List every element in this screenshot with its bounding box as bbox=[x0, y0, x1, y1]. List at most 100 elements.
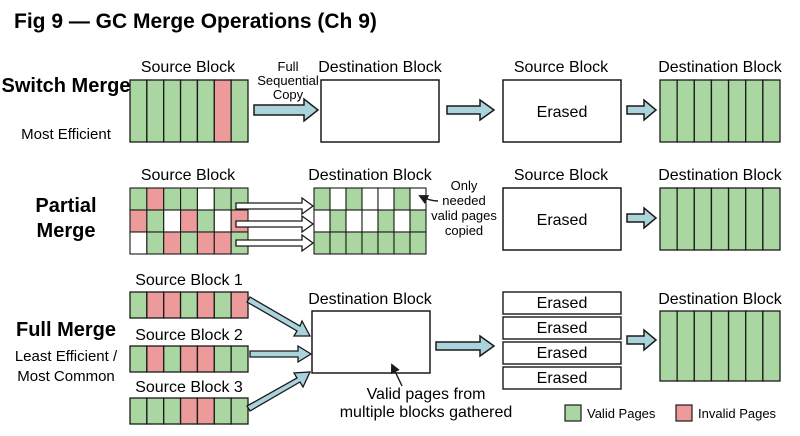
partial-dest-page bbox=[329, 209, 347, 233]
switch-copy-arrow bbox=[253, 97, 320, 123]
switch-source-page bbox=[163, 79, 182, 143]
partial-dest-page bbox=[361, 231, 379, 255]
full-erased-text: Erased bbox=[537, 345, 588, 362]
partial-source-page bbox=[146, 231, 165, 255]
full-note-pointer bbox=[390, 363, 403, 387]
legend-invalid-label: Invalid Pages bbox=[698, 406, 777, 421]
partial-dest-page bbox=[313, 209, 331, 233]
full-source-1-page bbox=[213, 291, 232, 319]
partial-dest-page bbox=[409, 209, 427, 233]
partial-erased-text: Erased bbox=[537, 212, 588, 229]
partial-source-page bbox=[196, 187, 215, 211]
switch-erased-source-label: Source Block bbox=[514, 59, 609, 76]
switch-source-page bbox=[179, 79, 199, 143]
switch-merge-subtitle: Most Efficient bbox=[21, 126, 112, 143]
full-source-block-2 bbox=[129, 345, 249, 373]
partial-final-label: Destination Block bbox=[658, 167, 783, 184]
full-source-2-page bbox=[179, 345, 199, 373]
figure-title: Fig 9 — GC Merge Operations (Ch 9) bbox=[14, 10, 377, 33]
full-erased-block bbox=[502, 291, 622, 315]
full-source-3-page bbox=[146, 397, 165, 425]
switch-final-page bbox=[762, 79, 781, 143]
legend-valid-label: Valid Pages bbox=[587, 406, 656, 421]
full-source-block-1 bbox=[129, 291, 249, 319]
partial-source-block bbox=[129, 187, 249, 255]
switch-source-label: Source Block bbox=[141, 59, 236, 76]
partial-source-page bbox=[129, 209, 148, 233]
partial-dest-page bbox=[361, 187, 379, 211]
full-source-3-page bbox=[129, 397, 148, 425]
partial-erased-source-label: Source Block bbox=[514, 167, 609, 184]
full-source-3-page bbox=[179, 397, 199, 425]
partial-dest-page bbox=[345, 187, 363, 211]
switch-dest-block bbox=[320, 79, 440, 143]
full-source-1-page bbox=[230, 291, 249, 319]
full-note-1: Valid pages from bbox=[367, 386, 486, 403]
full-final-page bbox=[745, 310, 764, 382]
partial-dest-page bbox=[409, 187, 427, 211]
switch-source-page bbox=[129, 79, 148, 143]
switch-arrow-3 bbox=[626, 98, 658, 122]
partial-dest-block bbox=[313, 187, 427, 255]
full-erased-text: Erased bbox=[537, 295, 588, 312]
switch-final-page bbox=[693, 79, 713, 143]
partial-source-page bbox=[163, 187, 182, 211]
switch-source-page bbox=[213, 79, 232, 143]
full-source-1-page bbox=[179, 291, 199, 319]
full-merge-subtitle-2: Most Common bbox=[17, 368, 115, 385]
full-source-3-page bbox=[213, 397, 232, 425]
full-arrow-3 bbox=[626, 328, 658, 352]
full-source-2-page bbox=[230, 345, 249, 373]
full-source-1-page bbox=[163, 291, 182, 319]
partial-dest-page bbox=[361, 209, 379, 233]
full-gather-arrows bbox=[246, 296, 313, 412]
partial-source-page bbox=[129, 231, 148, 255]
switch-final-label: Destination Block bbox=[658, 59, 783, 76]
switch-merge-name: Switch Merge bbox=[2, 75, 131, 97]
full-source-3-label: Source Block 3 bbox=[135, 379, 243, 396]
full-erased-text: Erased bbox=[537, 320, 588, 337]
full-merge-name: Full Merge bbox=[16, 319, 116, 341]
partial-final-page bbox=[745, 187, 764, 251]
partial-note-3: valid pages bbox=[431, 208, 497, 223]
partial-final-page bbox=[727, 187, 747, 251]
partial-final-page bbox=[762, 187, 781, 251]
partial-dest-page bbox=[329, 231, 347, 255]
partial-merge-name-2: Merge bbox=[37, 220, 96, 242]
full-final-page bbox=[676, 310, 695, 382]
partial-merge-name-1: Partial bbox=[35, 195, 96, 217]
full-source-2-page bbox=[163, 345, 182, 373]
partial-source-label: Source Block bbox=[141, 167, 236, 184]
partial-source-page bbox=[146, 209, 165, 233]
full-source-1-label: Source Block 1 bbox=[135, 272, 243, 289]
full-source-1-page bbox=[196, 291, 215, 319]
partial-note-2: needed bbox=[442, 193, 485, 208]
full-final-label: Destination Block bbox=[658, 291, 783, 308]
partial-note-pointer bbox=[418, 195, 439, 204]
partial-source-page bbox=[196, 209, 215, 233]
switch-source-page bbox=[230, 79, 249, 143]
partial-source-page bbox=[146, 187, 165, 211]
switch-source-page bbox=[146, 79, 165, 143]
full-source-3-page bbox=[196, 397, 215, 425]
partial-dest-page bbox=[393, 209, 411, 233]
partial-source-page bbox=[163, 209, 182, 233]
switch-copy-label-3: Copy bbox=[273, 87, 304, 102]
partial-final-page bbox=[659, 187, 678, 251]
full-erased-block bbox=[502, 341, 622, 365]
full-final-page bbox=[693, 310, 713, 382]
partial-dest-label: Destination Block bbox=[308, 167, 433, 184]
switch-final-page bbox=[676, 79, 695, 143]
switch-final-page bbox=[659, 79, 678, 143]
partial-source-page bbox=[213, 209, 232, 233]
full-merge-subtitle-1: Least Efficient / bbox=[15, 348, 118, 365]
partial-source-page bbox=[180, 209, 198, 233]
legend-valid-swatch bbox=[564, 404, 582, 422]
full-final-block bbox=[659, 310, 781, 382]
partial-arrow-3 bbox=[626, 206, 658, 230]
switch-source-block bbox=[129, 79, 249, 143]
partial-source-page bbox=[163, 231, 182, 255]
switch-erased-text: Erased bbox=[537, 104, 588, 121]
partial-copy-arrows bbox=[235, 196, 315, 253]
